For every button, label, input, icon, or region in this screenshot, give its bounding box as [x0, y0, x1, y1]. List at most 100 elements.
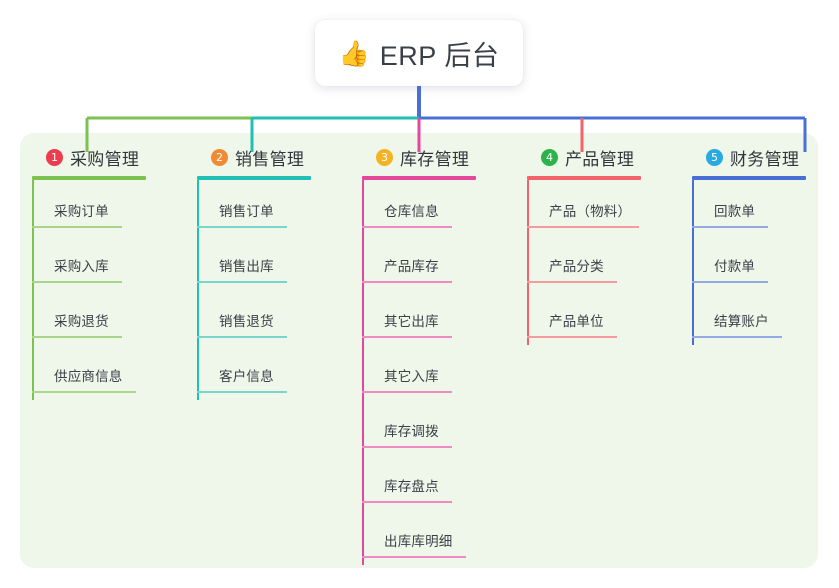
branch-item-rule: [692, 226, 768, 228]
branch-item-label: 回款单: [714, 204, 756, 219]
branch-item-rule: [362, 501, 452, 503]
branch-item-label: 销售出库: [219, 259, 274, 274]
branch-item-rule: [692, 281, 768, 283]
branch-item-label: 库存调拨: [384, 424, 439, 439]
branch-header-rule: [197, 176, 311, 180]
branch-item-label: 产品（物料）: [549, 204, 632, 219]
branch-item[interactable]: 采购订单: [32, 180, 146, 235]
branch-item-label: 出库库明细: [384, 534, 453, 549]
branch-column-2: 2 销售管理销售订单销售出库销售退货客户信息: [197, 145, 311, 400]
branch-items: 销售订单销售出库销售退货客户信息: [197, 180, 311, 400]
branch-title: 采购管理: [70, 149, 140, 169]
branch-item-rule: [362, 446, 452, 448]
branch-header-2[interactable]: 2 销售管理: [197, 145, 311, 169]
branch-header-5[interactable]: 5 财务管理: [692, 145, 806, 169]
branch-item[interactable]: 采购入库: [32, 235, 146, 290]
branch-item-label: 付款单: [714, 259, 756, 274]
root-node-card[interactable]: 👍 ERP 后台: [315, 20, 523, 86]
branch-item-label: 其它入库: [384, 369, 439, 384]
branch-items: 采购订单采购入库采购退货供应商信息: [32, 180, 146, 400]
branch-header-rule: [692, 176, 806, 180]
branch-item-rule: [32, 336, 122, 338]
branch-item[interactable]: 仓库信息: [362, 180, 476, 235]
branch-items: 产品（物料） 产品分类产品单位: [527, 180, 641, 345]
branch-number-badge: 5: [706, 148, 723, 166]
branch-item[interactable]: 销售订单: [197, 180, 311, 235]
branch-header-rule: [32, 176, 146, 180]
branch-item-rule: [527, 226, 639, 228]
branch-header-rule: [527, 176, 641, 180]
branch-item-label: 销售退货: [219, 314, 274, 329]
branch-item-label: 结算账户: [714, 314, 769, 329]
branch-item-rule: [692, 336, 782, 338]
branch-column-5: 5 财务管理回款单付款单结算账户: [692, 145, 806, 345]
branch-header-3[interactable]: 3 库存管理: [362, 145, 476, 169]
branch-item-rule: [362, 281, 452, 283]
branch-spine: [362, 180, 364, 565]
branch-header-rule: [362, 176, 476, 180]
branch-item-rule: [32, 281, 122, 283]
branch-item[interactable]: 回款单: [692, 180, 806, 235]
branch-item-rule: [32, 391, 136, 393]
branch-item[interactable]: 结算账户: [692, 290, 806, 345]
root-node-content: 👍 ERP 后台: [339, 34, 500, 73]
branch-item-label: 产品库存: [384, 259, 439, 274]
branch-item-label: 采购退货: [54, 314, 109, 329]
branch-item[interactable]: 产品（物料）: [527, 180, 641, 235]
branch-title: 库存管理: [400, 149, 470, 169]
branch-title: 财务管理: [730, 149, 800, 169]
branch-item[interactable]: 销售退货: [197, 290, 311, 345]
branch-item-rule: [527, 281, 617, 283]
branch-item-rule: [362, 556, 466, 558]
branch-item[interactable]: 出库库明细: [362, 510, 476, 565]
branch-item-rule: [362, 391, 452, 393]
branch-item[interactable]: 其它出库: [362, 290, 476, 345]
branch-column-1: 1 采购管理采购订单采购入库采购退货供应商信息: [32, 145, 146, 400]
branch-item-rule: [197, 391, 287, 393]
branch-item-label: 产品分类: [549, 259, 604, 274]
branch-items: 仓库信息产品库存其它出库其它入库库存调拨库存盘点出库库明细: [362, 180, 476, 565]
branch-item[interactable]: 销售出库: [197, 235, 311, 290]
branch-title: 产品管理: [565, 149, 635, 169]
branch-header-1[interactable]: 1 采购管理: [32, 145, 146, 169]
branch-spine: [692, 180, 694, 345]
branch-number-badge: 2: [211, 148, 228, 166]
branch-items: 回款单付款单结算账户: [692, 180, 806, 345]
branch-item-rule: [362, 226, 452, 228]
branch-header-4[interactable]: 4 产品管理: [527, 145, 641, 169]
branch-item[interactable]: 产品库存: [362, 235, 476, 290]
branch-item-label: 供应商信息: [54, 369, 123, 384]
branch-item[interactable]: 采购退货: [32, 290, 146, 345]
branch-item-label: 仓库信息: [384, 204, 439, 219]
branch-item[interactable]: 付款单: [692, 235, 806, 290]
branch-item-rule: [197, 226, 287, 228]
branch-item[interactable]: 库存调拨: [362, 400, 476, 455]
branches-panel: [20, 133, 818, 568]
branch-item[interactable]: 其它入库: [362, 345, 476, 400]
branch-item-label: 销售订单: [219, 204, 274, 219]
branch-item-label: 采购订单: [54, 204, 109, 219]
branch-item-label: 库存盘点: [384, 479, 439, 494]
branch-item-label: 采购入库: [54, 259, 109, 274]
branch-item[interactable]: 产品分类: [527, 235, 641, 290]
branch-item-label: 产品单位: [549, 314, 604, 329]
branch-item-rule: [362, 336, 452, 338]
branch-number-badge: 1: [46, 148, 63, 166]
branch-item[interactable]: 产品单位: [527, 290, 641, 345]
branch-item-label: 其它出库: [384, 314, 439, 329]
branch-column-3: 3 库存管理仓库信息产品库存其它出库其它入库库存调拨库存盘点出库库明细: [362, 145, 476, 565]
branch-item[interactable]: 库存盘点: [362, 455, 476, 510]
branch-number-badge: 4: [541, 148, 558, 166]
branch-spine: [527, 180, 529, 345]
branch-item[interactable]: 供应商信息: [32, 345, 146, 400]
branch-spine: [197, 180, 199, 400]
branch-item-rule: [527, 336, 617, 338]
branch-column-4: 4 产品管理产品（物料） 产品分类产品单位: [527, 145, 641, 345]
branch-item[interactable]: 客户信息: [197, 345, 311, 400]
branch-spine: [32, 180, 34, 400]
branch-title: 销售管理: [235, 149, 305, 169]
branch-item-rule: [197, 336, 287, 338]
branch-item-rule: [197, 281, 287, 283]
branch-number-badge: 3: [376, 148, 393, 166]
